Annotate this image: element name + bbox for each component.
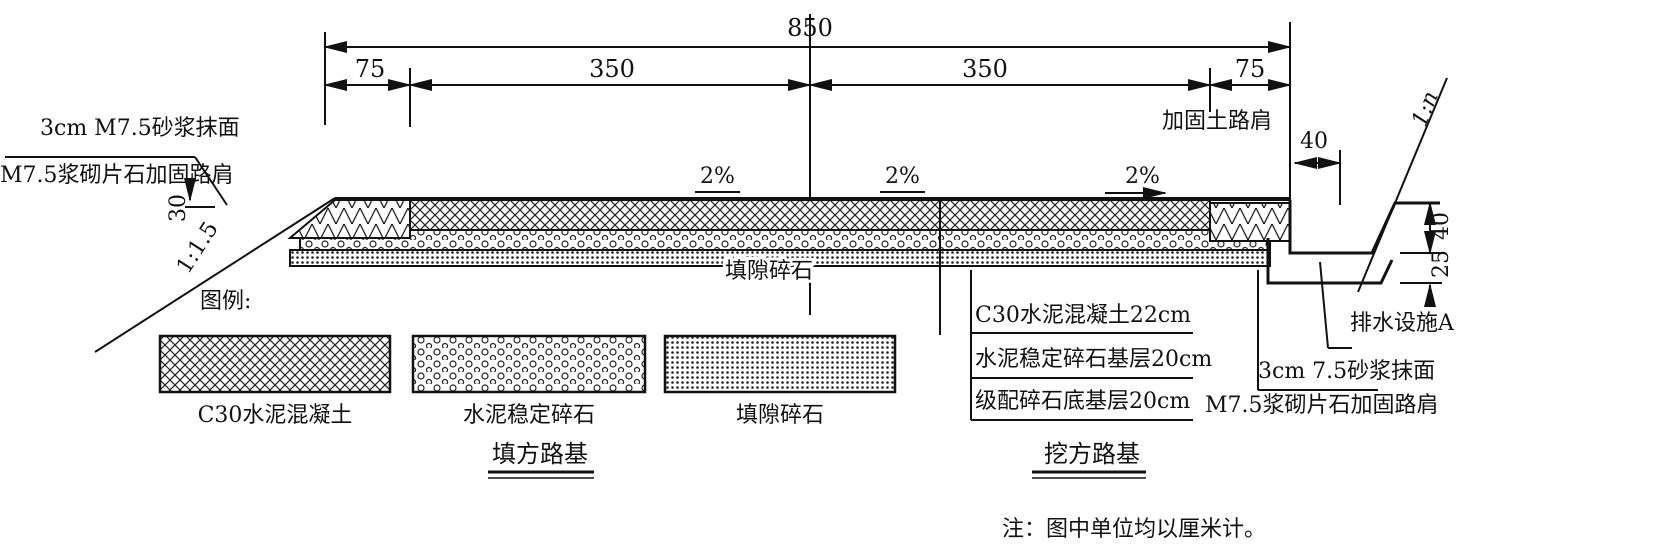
- left-shoulder-label: M7.5浆砌片石加固路肩: [0, 163, 234, 188]
- legend-label-concrete: C30水泥混凝土: [198, 403, 353, 428]
- dim-right-lane: 350: [962, 55, 1008, 83]
- right-shoulder-label: M7.5浆砌片石加固路肩: [1205, 393, 1439, 418]
- cut-section-title: 挖方路基: [1044, 440, 1140, 468]
- layer-concrete: [409, 199, 1211, 231]
- pavement-structure: [287, 197, 1291, 335]
- right-shoulder-top-label: 加固土路肩: [1162, 109, 1272, 134]
- legend-swatch-cement-stabilized: [411, 334, 647, 394]
- dim-right-shoulder: 75: [1235, 55, 1266, 83]
- layer-row-2: 水泥稳定碎石基层20cm: [975, 347, 1212, 372]
- fill-section-title: 填方路基: [492, 440, 588, 468]
- layer-cement-stabilized: [299, 229, 1271, 251]
- left-shoulder-block: [287, 199, 411, 239]
- units-note: 注：图中单位均以厘米计。: [1002, 517, 1266, 542]
- dim-left-shoulder: 75: [355, 55, 386, 83]
- legend-label-cement-stabilized: 水泥稳定碎石: [463, 403, 595, 428]
- drainage-ditch: [1266, 77, 1448, 307]
- layer-table: C30水泥混凝土22cm 水泥稳定碎石基层20cm 级配碎石底基层20cm: [970, 270, 1212, 421]
- fill-slope-line: [94, 197, 336, 353]
- cut-slope-line: [1357, 77, 1448, 293]
- ditch-width: 40: [1300, 129, 1328, 154]
- legend-title: 图例:: [200, 289, 251, 314]
- dimension-lines: [323, 22, 1292, 200]
- cut-slope-ratio: 1:n: [1407, 88, 1444, 130]
- ditch-depth-upper: 40: [1429, 212, 1454, 240]
- gravel-label: 填隙碎石: [725, 259, 813, 284]
- crossfall-center: 2%: [885, 164, 920, 189]
- right-mortar-label: 3cm 7.5砂浆抹面: [1258, 359, 1435, 384]
- left-mortar-label: 3cm M7.5砂浆抹面: [40, 116, 240, 141]
- legend-swatch-gravel: [663, 334, 897, 394]
- right-shoulder-block: [1209, 202, 1291, 242]
- layer-row-3: 级配碎石底基层20cm: [975, 389, 1190, 414]
- legend-label-gravel: 填隙碎石: [736, 403, 824, 428]
- fill-slope-ratio: 1:1.5: [172, 217, 224, 278]
- legend-swatch-concrete: [158, 334, 392, 394]
- ditch-depth-lower: 25: [1429, 250, 1454, 278]
- crossfall-left: 2%: [700, 164, 735, 189]
- legend: 图例: C30水泥混凝土 水泥稳定碎石 填隙碎石: [158, 289, 897, 428]
- dim-left-lane: 350: [589, 55, 635, 83]
- crossfall-right: 2%: [1125, 164, 1160, 189]
- shoulder-height: 30: [166, 194, 191, 222]
- layer-row-1: C30水泥混凝土22cm: [975, 303, 1191, 328]
- drainage-label: 排水设施A: [1350, 311, 1455, 336]
